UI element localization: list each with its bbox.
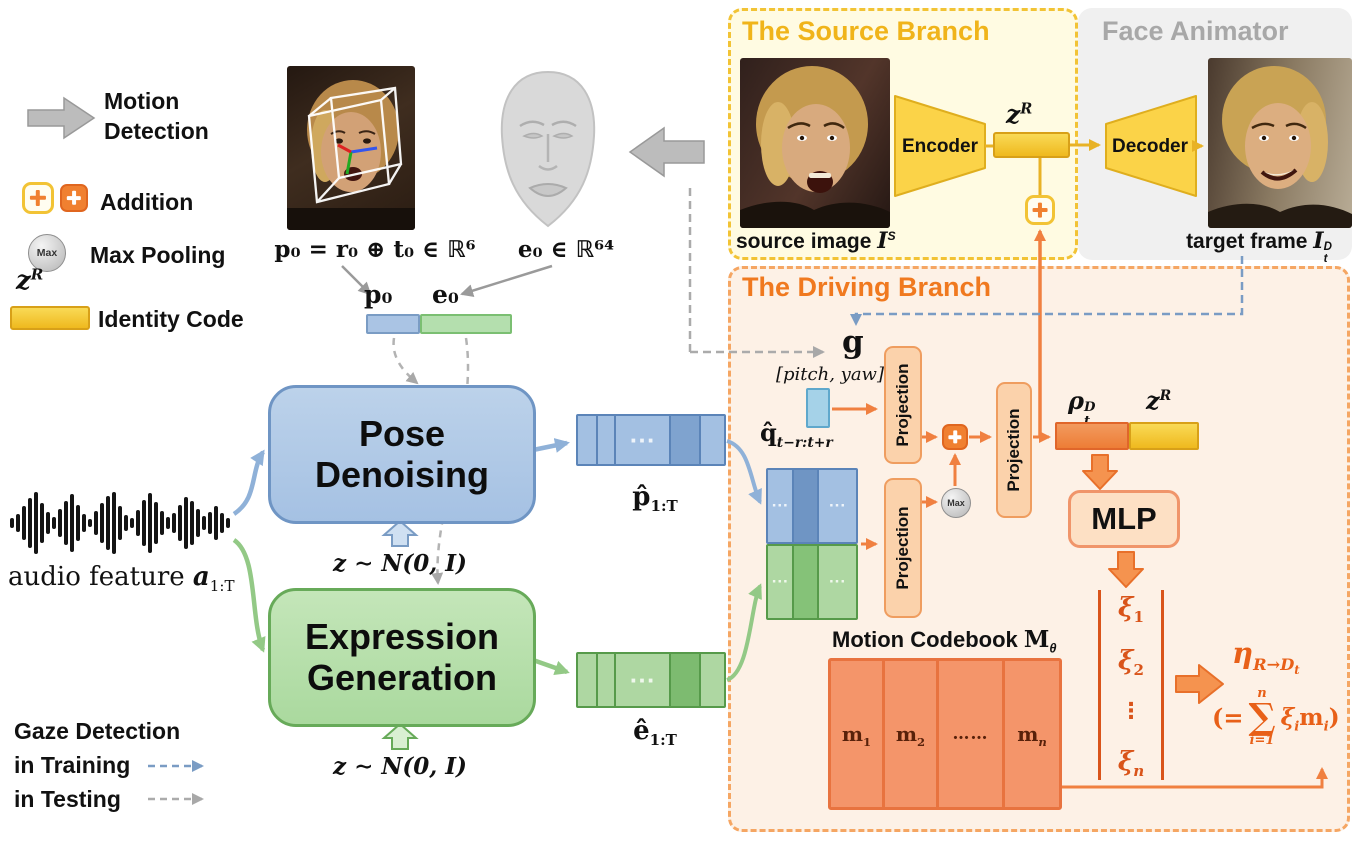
source-image	[740, 58, 890, 228]
motion-detection-arrow-icon	[27, 96, 96, 140]
p0-bar	[366, 314, 420, 334]
source-image-caption: source image IS	[736, 228, 896, 254]
source-addition-icon	[1025, 195, 1055, 225]
e0-label: e₀	[432, 280, 459, 309]
expr-noise-label: z ∼ N(0, I)	[333, 753, 467, 780]
driving-addition-icon	[942, 424, 968, 450]
mlp-label: MLP	[1091, 501, 1157, 536]
decoder-shape	[1105, 95, 1197, 197]
expr-bar-dots: ···	[629, 664, 656, 695]
xi-2: ξ2	[1118, 645, 1144, 679]
driving-branch-title: The Driving Branch	[742, 272, 992, 302]
driving-max-pooling-icon: Max	[941, 488, 971, 518]
addition-icon-filled	[60, 184, 88, 212]
legend-motion-line2: Detection	[104, 118, 209, 144]
max-pooling-icon: Max	[28, 234, 66, 272]
max-pooling-icon-label: Max	[36, 247, 58, 259]
source-identity-code-bar	[993, 132, 1070, 158]
rho-to-mlp-arrow	[1082, 454, 1118, 490]
codebook-cell-m1: m1	[831, 661, 885, 807]
encoder-shape	[894, 95, 986, 197]
mlp-box: MLP	[1068, 490, 1180, 548]
pose-bar-dots: ···	[629, 424, 656, 455]
face-mesh-image	[486, 68, 610, 232]
q-stack-expr-row: ··· ···	[766, 544, 858, 620]
source-zr-label: zR	[1006, 100, 1033, 129]
pitch-yaw-label: [pitch, yaw]	[776, 364, 884, 385]
source-branch-title: The Source Branch	[742, 16, 990, 46]
codebook-cell-mn: mn	[1017, 722, 1047, 749]
xi-1: ξ1	[1118, 593, 1144, 627]
legend-addition-label: Addition	[100, 189, 194, 215]
head-pose-box-overlay	[307, 86, 403, 204]
identity-code-bar-icon	[10, 306, 90, 330]
pose-sequence-bar: ···	[576, 414, 726, 466]
legend-max-pooling-label: Max Pooling	[90, 242, 226, 268]
e0-bar	[420, 314, 512, 334]
pose-formula: p₀ = r₀ ⊕ t₀ ∈ ℝ⁶	[274, 236, 476, 263]
p0-label: p₀	[364, 280, 393, 309]
legend-in-training-label: in Training	[14, 752, 131, 778]
pose-denoising-box: Pose Denoising	[268, 385, 536, 524]
pose-box-line1: Pose	[358, 413, 446, 455]
expr-noise-arrow-icon	[381, 722, 419, 750]
legend-identity-code-label: Identity Code	[98, 306, 244, 332]
q-stack-pose-row: ··· ···	[766, 468, 858, 544]
projection-box-motion: Projection	[884, 478, 922, 618]
xi-n: ξn	[1117, 746, 1145, 781]
projection-box-gaze: Projection	[884, 346, 922, 464]
expr-box-line2: Generation	[306, 656, 498, 698]
pose-box-line2: Denoising	[314, 453, 489, 495]
expression-sequence-bar: ···	[576, 652, 726, 708]
legend-motion-line1: Motion	[104, 88, 180, 114]
encoder-label: Encoder	[901, 136, 979, 157]
q-window-stack: ··· ··· ··· ···	[766, 468, 858, 620]
expression-formula: e₀ ∈ ℝ⁶⁴	[517, 236, 615, 263]
decoder-label: Decoder	[1111, 136, 1189, 157]
p-hat-label: p̂1:T	[632, 482, 678, 516]
xi-dots: ⋮	[1120, 698, 1142, 725]
driving-identity-code-bar	[1129, 422, 1199, 450]
target-frame-image	[1208, 58, 1352, 228]
legend-in-testing-label: in Testing	[14, 786, 121, 812]
e-hat-label: ê1:T	[633, 716, 677, 750]
codebook-cell-dots: ……	[939, 661, 1005, 807]
xi-vector: ξ1 ξ2 ⋮ ξn	[1098, 590, 1164, 780]
q-hat-label: q̂t−r:t+r	[760, 418, 833, 451]
mlp-to-xi-arrow	[1108, 551, 1144, 588]
audio-waveform-icon	[10, 486, 230, 560]
addition-icon-outlined	[22, 182, 54, 214]
legend-zr-label: zR	[16, 265, 44, 296]
eta-label: ηR→Dt	[1232, 636, 1300, 678]
pose-detection-image	[287, 66, 415, 230]
rho-bar	[1055, 422, 1129, 450]
rho-label: ρDt	[1068, 386, 1096, 428]
head-pose-axes-icon	[337, 143, 378, 175]
motion-codebook: m1 m2 …… mn	[828, 658, 1062, 810]
projection-box-fused: Projection	[996, 382, 1032, 518]
gaze-vector-bar	[806, 388, 830, 428]
expr-box-line1: Expression	[304, 616, 500, 658]
legend-gaze-detection-label: Gaze Detection	[14, 718, 181, 744]
motion-detection-big-arrow	[628, 126, 705, 178]
pose-noise-arrow-icon	[381, 519, 419, 547]
codebook-cell-m2: m2	[885, 661, 939, 807]
xi-to-eta-arrow	[1175, 664, 1224, 704]
audio-feature-label: audio feature a1:T	[8, 562, 235, 596]
eta-sum-formula: (= n ∑ i=1 ξimi)	[1212, 686, 1340, 748]
gaze-g-label: g	[842, 324, 864, 360]
driving-zr-label: zR	[1146, 386, 1172, 415]
expression-generation-box: Expression Generation	[268, 588, 536, 727]
pose-noise-label: z ∼ N(0, I)	[333, 550, 467, 577]
face-animator-title: Face Animator	[1102, 16, 1289, 46]
motion-codebook-title: Motion Codebook Mθ	[832, 626, 1057, 656]
